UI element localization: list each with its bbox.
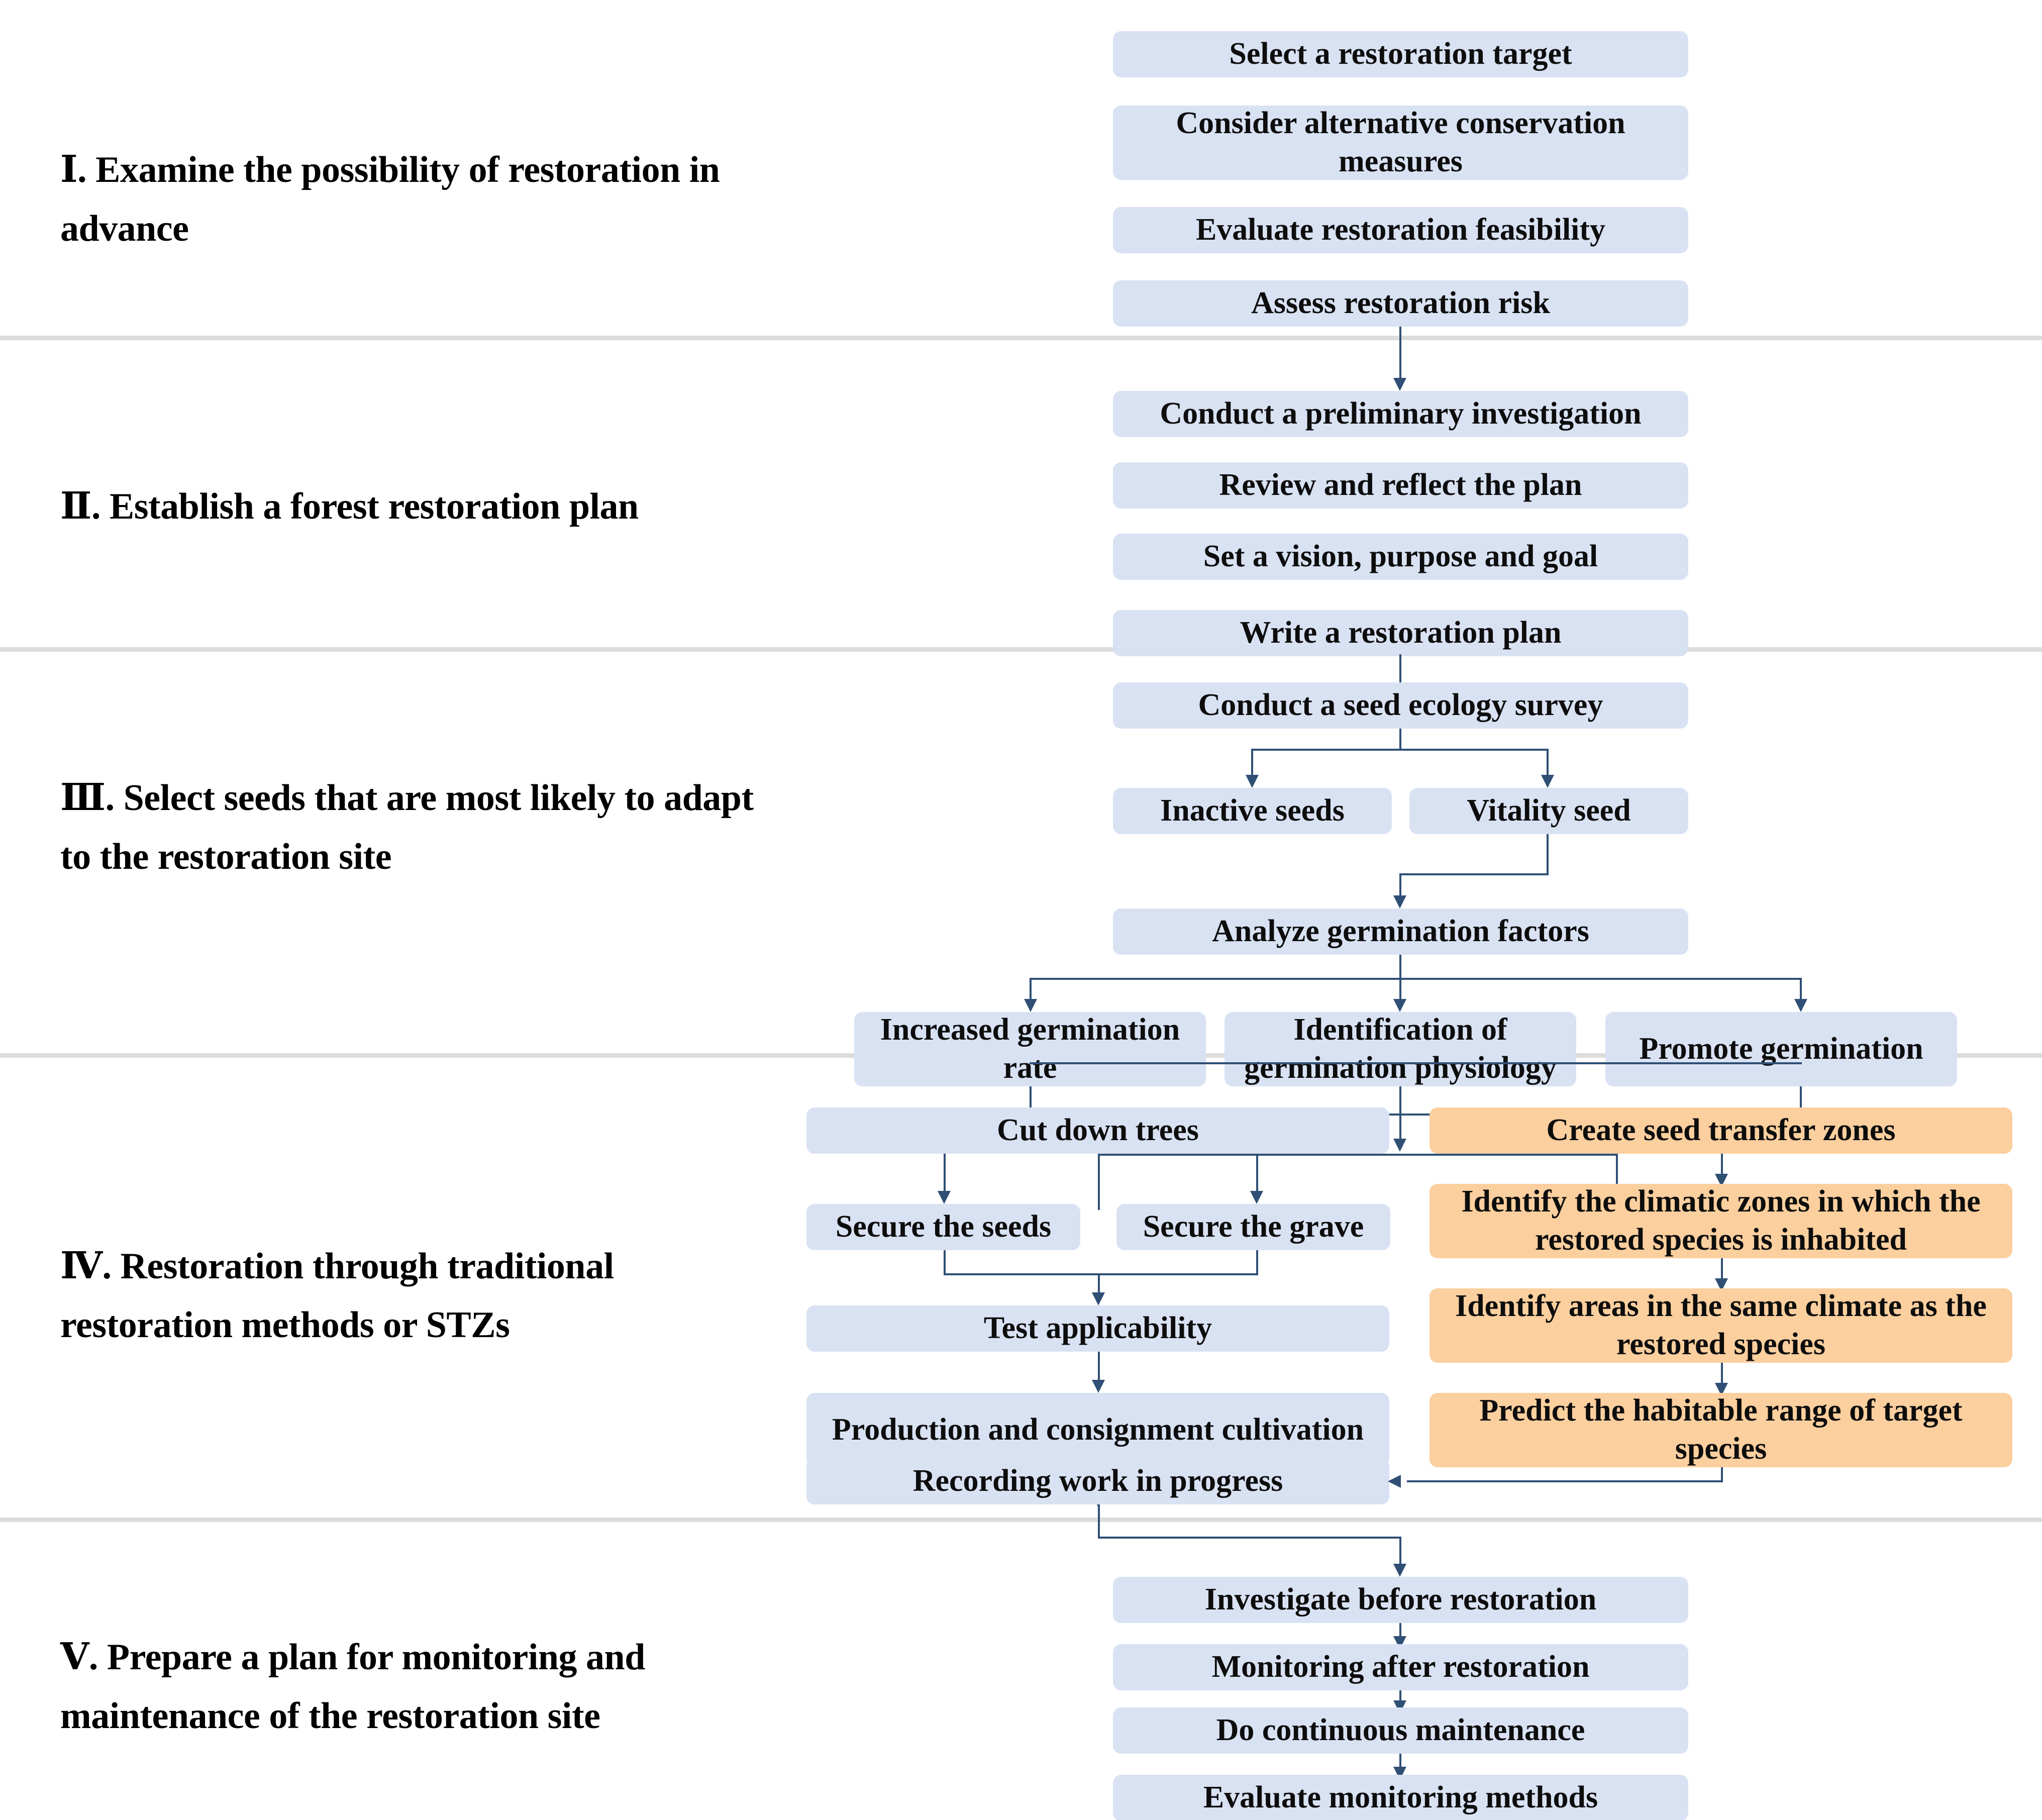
connector-analyze-bus [1030,978,1802,980]
connector-stage4-split-bus [1098,1154,1618,1156]
connector-seed-survey-stem [1399,729,1401,750]
connector-vitality-across [1399,873,1549,875]
node-consider-alternative-conservation-measures[interactable]: Consider alternative conservation measur… [1113,106,1688,180]
arrowhead-analyze-germination [1393,895,1406,908]
node-recording-work-in-progress[interactable]: Recording work in progress [806,1458,1389,1504]
connector-grave-down [1256,1250,1258,1274]
node-identify-areas-same-climate[interactable]: Identify areas in the same climate as th… [1430,1288,2012,1363]
node-identify-climatic-zones[interactable]: Identify the climatic zones in which the… [1430,1184,2012,1258]
arrowhead-stage4-to-stage5 [1393,1564,1406,1577]
connector-to-inactive-seeds [1251,749,1253,779]
arrowhead-test-applicability [1092,1292,1105,1305]
node-test-applicability[interactable]: Test applicability [806,1305,1389,1352]
node-select-restoration-target[interactable]: Select a restoration target [1113,31,1688,77]
stage-divider-1 [0,336,2042,340]
connector-orange-feedback-bar [1407,1480,1723,1482]
node-analyze-germination-factors[interactable]: Analyze germination factors [1113,908,1688,955]
node-cut-down-trees[interactable]: Cut down trees [806,1107,1389,1154]
connector-same-climate-to-predict [1721,1363,1723,1389]
connector-merge-bus-hidden [1030,1062,1802,1064]
stage-label-3: Ⅲ. Select seeds that are most likely to … [60,777,754,877]
arrowhead-promote-germination [1794,999,1807,1012]
node-secure-the-seeds[interactable]: Secure the seeds [806,1204,1080,1250]
node-monitoring-after-restoration[interactable]: Monitoring after restoration [1113,1644,1688,1690]
connector-vitality-to-analyze [1399,873,1401,899]
connector-to-increased-germination [1030,978,1032,1003]
arrowhead-identification-physiology [1393,999,1406,1012]
connector-identification-down [1399,1086,1401,1115]
connector-stage1-to-stage2 [1399,327,1401,382]
node-review-and-reflect-plan[interactable]: Review and reflect the plan [1113,462,1688,509]
connector-secure-merge-bar [944,1273,1258,1275]
connector-seeds-down [944,1250,946,1274]
stage-label-2: Ⅱ. Establish a forest restoration plan [60,486,639,527]
arrowhead-secure-grave [1250,1191,1263,1204]
connector-maintenance-to-evaluate [1399,1754,1401,1773]
node-set-vision-purpose-goal[interactable]: Set a vision, purpose and goal [1113,534,1688,580]
node-assess-restoration-risk[interactable]: Assess restoration risk [1113,280,1688,327]
connector-investigate-to-monitoring [1399,1623,1401,1642]
node-do-continuous-maintenance[interactable]: Do continuous maintenance [1113,1707,1688,1754]
arrowhead-stage3-to-stage4 [1393,1139,1406,1152]
connector-create-to-identify-climatic [1721,1154,1723,1180]
connector-stage2-to-stage3 [1399,654,1401,704]
node-conduct-seed-ecology-survey[interactable]: Conduct a seed ecology survey [1113,682,1688,729]
node-predict-habitable-range[interactable]: Predict the habitable range of target sp… [1430,1393,2012,1467]
connector-increased-down [1030,1086,1032,1115]
node-promote-germination[interactable]: Promote germination [1605,1012,1957,1086]
arrowhead-vitality-seed [1541,775,1554,788]
arrowhead-production-consignment [1092,1380,1105,1393]
connector-to-cut-down-trees [1098,1154,1100,1210]
arrowhead-orange-feedback-into-recording [1388,1475,1401,1488]
arrowhead-increased-germination [1024,999,1037,1012]
node-investigate-before-restoration[interactable]: Investigate before restoration [1113,1577,1688,1623]
connector-to-promote-germination [1800,978,1802,1003]
connector-monitoring-to-maintenance [1399,1690,1401,1706]
stage-divider-2 [0,647,2042,652]
connector-cut-to-secure-grave [1256,1154,1258,1195]
stage-divider-4 [0,1518,2042,1522]
connector-secure-to-test [1098,1273,1100,1296]
connector-stage3-to-stage4-stem [1399,1114,1401,1143]
node-create-seed-transfer-zones[interactable]: Create seed transfer zones [1430,1107,2012,1154]
stage-label-4: Ⅳ. Restoration through traditional resto… [60,1246,614,1346]
connector-to-create-seed-transfer-zones [1616,1154,1618,1210]
connector-test-to-production [1098,1352,1100,1384]
connector-analyze-stem [1399,955,1401,979]
stage-label-1: Ⅰ. Examine the possibility of restoratio… [60,149,720,249]
connector-stage4-to-stage5-stem [1399,1537,1401,1568]
arrowhead-secure-seeds [938,1191,951,1204]
node-production-and-consignment-cultivation[interactable]: Production and consignment cultivation [806,1393,1389,1467]
connector-recording-down [1098,1504,1100,1539]
connector-seed-survey-bus [1251,749,1548,751]
stage-label-5: Ⅴ. Prepare a plan for monitoring and mai… [60,1637,645,1737]
connector-climatic-to-same-climate [1721,1258,1723,1284]
node-increased-germination-rate[interactable]: Increased germination rate [854,1012,1206,1086]
node-evaluate-restoration-feasibility[interactable]: Evaluate restoration feasibility [1113,207,1688,253]
connector-stage4-to-stage5-bar [1098,1537,1401,1539]
connector-promote-down [1800,1086,1802,1115]
connector-to-identification-physiology [1399,978,1401,1003]
node-conduct-preliminary-investigation[interactable]: Conduct a preliminary investigation [1113,391,1688,437]
connector-predict-down [1721,1467,1723,1482]
connector-cut-to-secure-seeds [944,1154,946,1195]
arrowhead-stage1-to-stage2 [1393,378,1406,391]
node-vitality-seed[interactable]: Vitality seed [1409,788,1688,834]
node-evaluate-monitoring-methods[interactable]: Evaluate monitoring methods [1113,1775,1688,1820]
node-identification-of-germination-physiology[interactable]: Identification of germination physiology [1224,1012,1576,1086]
connector-vitality-down [1547,834,1549,875]
node-inactive-seeds[interactable]: Inactive seeds [1113,788,1392,834]
connector-to-vitality-seed [1547,749,1549,779]
node-write-restoration-plan[interactable]: Write a restoration plan [1113,610,1688,656]
connector-stage3-merge-bar [1030,1114,1802,1116]
node-secure-the-grave[interactable]: Secure the grave [1116,1204,1390,1250]
arrowhead-inactive-seeds [1246,775,1259,788]
